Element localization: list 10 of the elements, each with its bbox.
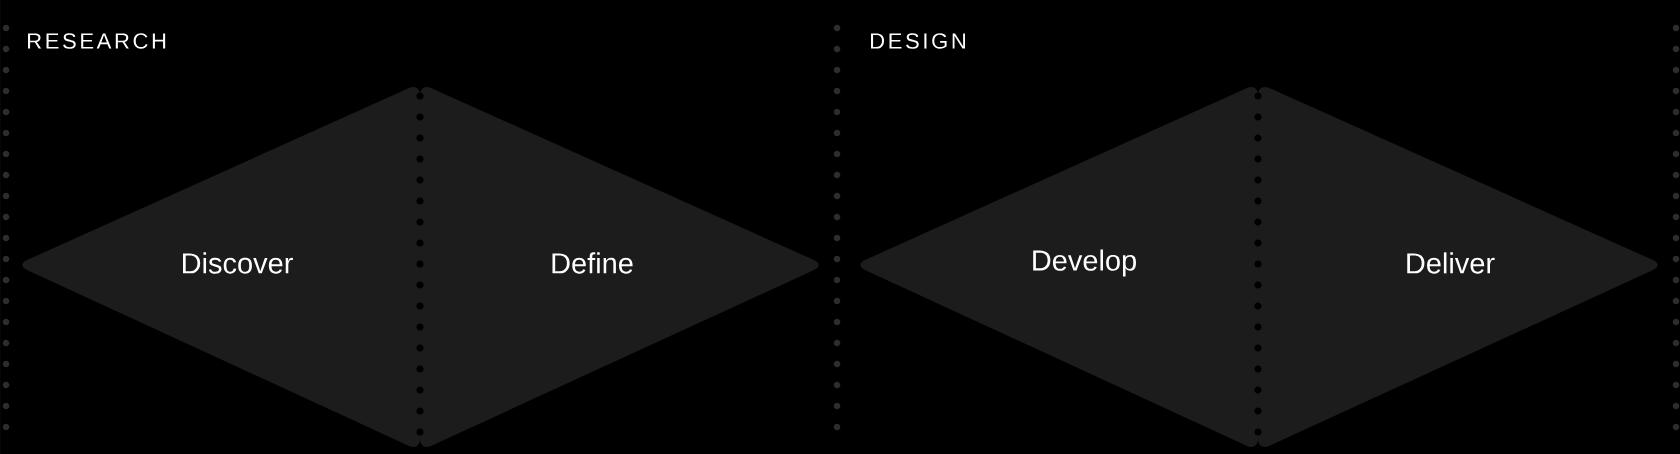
section-heading: RESEARCH [28, 33, 166, 49]
triangle-half: Define [420, 86, 819, 447]
node-label: Define [552, 252, 633, 274]
node-label: Discover [183, 252, 293, 274]
node-label: Develop [1033, 249, 1136, 277]
triangle-half: Deliver [1258, 86, 1658, 447]
triangle-half: Develop [860, 86, 1258, 447]
triangle-half: Discover [22, 86, 420, 447]
section-heading: DESIGN [871, 33, 965, 49]
node-label: Deliver [1407, 252, 1495, 274]
